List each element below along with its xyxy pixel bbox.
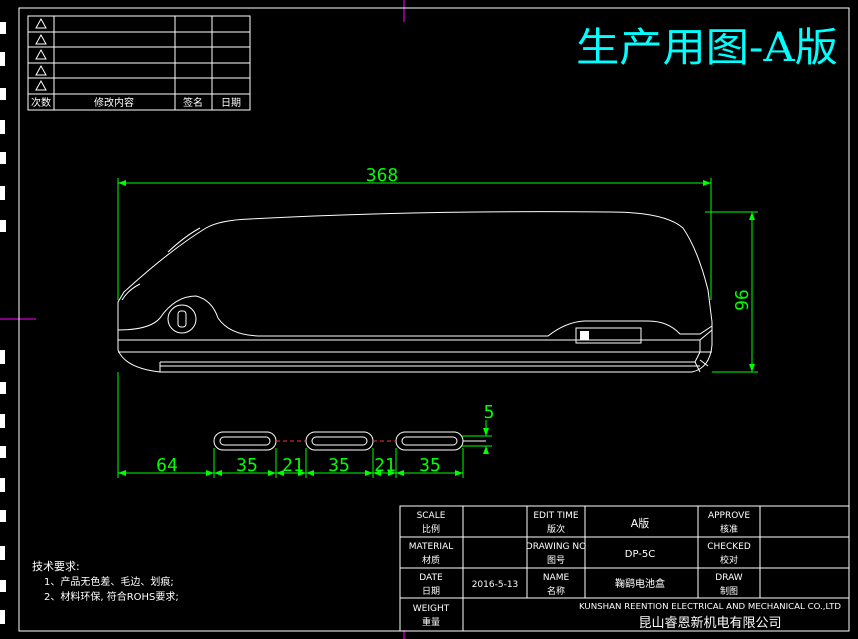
- label-drawing-no-cn: 图号: [547, 555, 565, 566]
- label-checked-en: CHECKED: [707, 542, 751, 552]
- notes-heading: 技术要求:: [32, 560, 80, 573]
- dim-21-b: 21: [374, 455, 396, 476]
- label-scale-en: SCALE: [417, 511, 446, 521]
- title-block: SCALE 比例 MATERIAL 材质 DATE 日期 WEIGHT 重量 2…: [399, 505, 850, 632]
- battery-case-outline: [117, 211, 713, 373]
- revision-table: 次数 修改内容 签名 日期: [27, 15, 251, 111]
- label-drawing-no-en: DRAWING NO: [526, 542, 586, 552]
- company-name-en: KUNSHAN REENTION ELECTRICAL AND MECHANIC…: [579, 602, 841, 611]
- rev-header-date: 日期: [221, 97, 241, 109]
- label-date-cn: 日期: [422, 586, 440, 597]
- dim-35-a: 35: [236, 455, 258, 476]
- label-weight-cn: 重量: [422, 616, 440, 628]
- value-name: 鞠鹞电池盒: [615, 577, 665, 590]
- dimension-overall-length: 368: [117, 165, 712, 300]
- dim-368: 368: [366, 165, 399, 186]
- label-checked-cn: 校对: [720, 554, 738, 566]
- label-name-cn: 名称: [547, 585, 565, 597]
- label-weight-en: WEIGHT: [413, 604, 450, 614]
- label-name-en: NAME: [543, 573, 570, 583]
- note-item: 2、材料环保, 符合ROHS要求;: [44, 590, 179, 603]
- dim-35-c: 35: [419, 455, 441, 476]
- label-material-en: MATERIAL: [409, 542, 454, 552]
- dim-64: 64: [156, 455, 178, 476]
- slot-row: [213, 431, 486, 451]
- rev-header-content: 修改内容: [94, 96, 134, 109]
- page-title: 生产用图-A版: [576, 25, 838, 71]
- left-edge-text: [0, 22, 6, 624]
- label-approve-cn: 核准: [720, 523, 738, 535]
- warning-icon: [35, 17, 47, 91]
- label-draw-en: DRAW: [715, 573, 742, 583]
- label-edit-time-en: EDIT TIME: [533, 511, 579, 521]
- dim-21-a: 21: [282, 455, 304, 476]
- value-date: 2016-5-13: [472, 580, 519, 590]
- value-edition: A版: [631, 516, 650, 530]
- label-approve-en: APPROVE: [708, 511, 750, 521]
- value-drawing-no: DP-5C: [625, 549, 655, 560]
- drawing-frame: [18, 7, 850, 632]
- company-name-cn: 昆山睿恩新机电有限公司: [638, 615, 781, 631]
- label-date-en: DATE: [419, 573, 443, 583]
- dimension-slot-chain: 64 35 21 35 21 35: [117, 372, 464, 478]
- label-material-cn: 材质: [422, 554, 440, 566]
- rev-header-count: 次数: [31, 96, 51, 109]
- dim-35-b: 35: [328, 455, 350, 476]
- label-edit-time-cn: 版次: [547, 523, 565, 535]
- rev-header-signature: 签名: [183, 96, 203, 109]
- label-scale-cn: 比例: [422, 523, 440, 535]
- dimension-slot-height: 5: [462, 402, 494, 454]
- note-item: 1、产品无色差、毛边、划痕;: [44, 575, 174, 588]
- label-draw-cn: 制图: [720, 585, 738, 597]
- technical-notes: 技术要求: 1、产品无色差、毛边、划痕; 2、材料环保, 符合ROHS要求;: [32, 560, 179, 603]
- dimension-height: 96: [705, 211, 758, 373]
- dim-5: 5: [484, 402, 495, 423]
- dim-96: 96: [732, 289, 753, 311]
